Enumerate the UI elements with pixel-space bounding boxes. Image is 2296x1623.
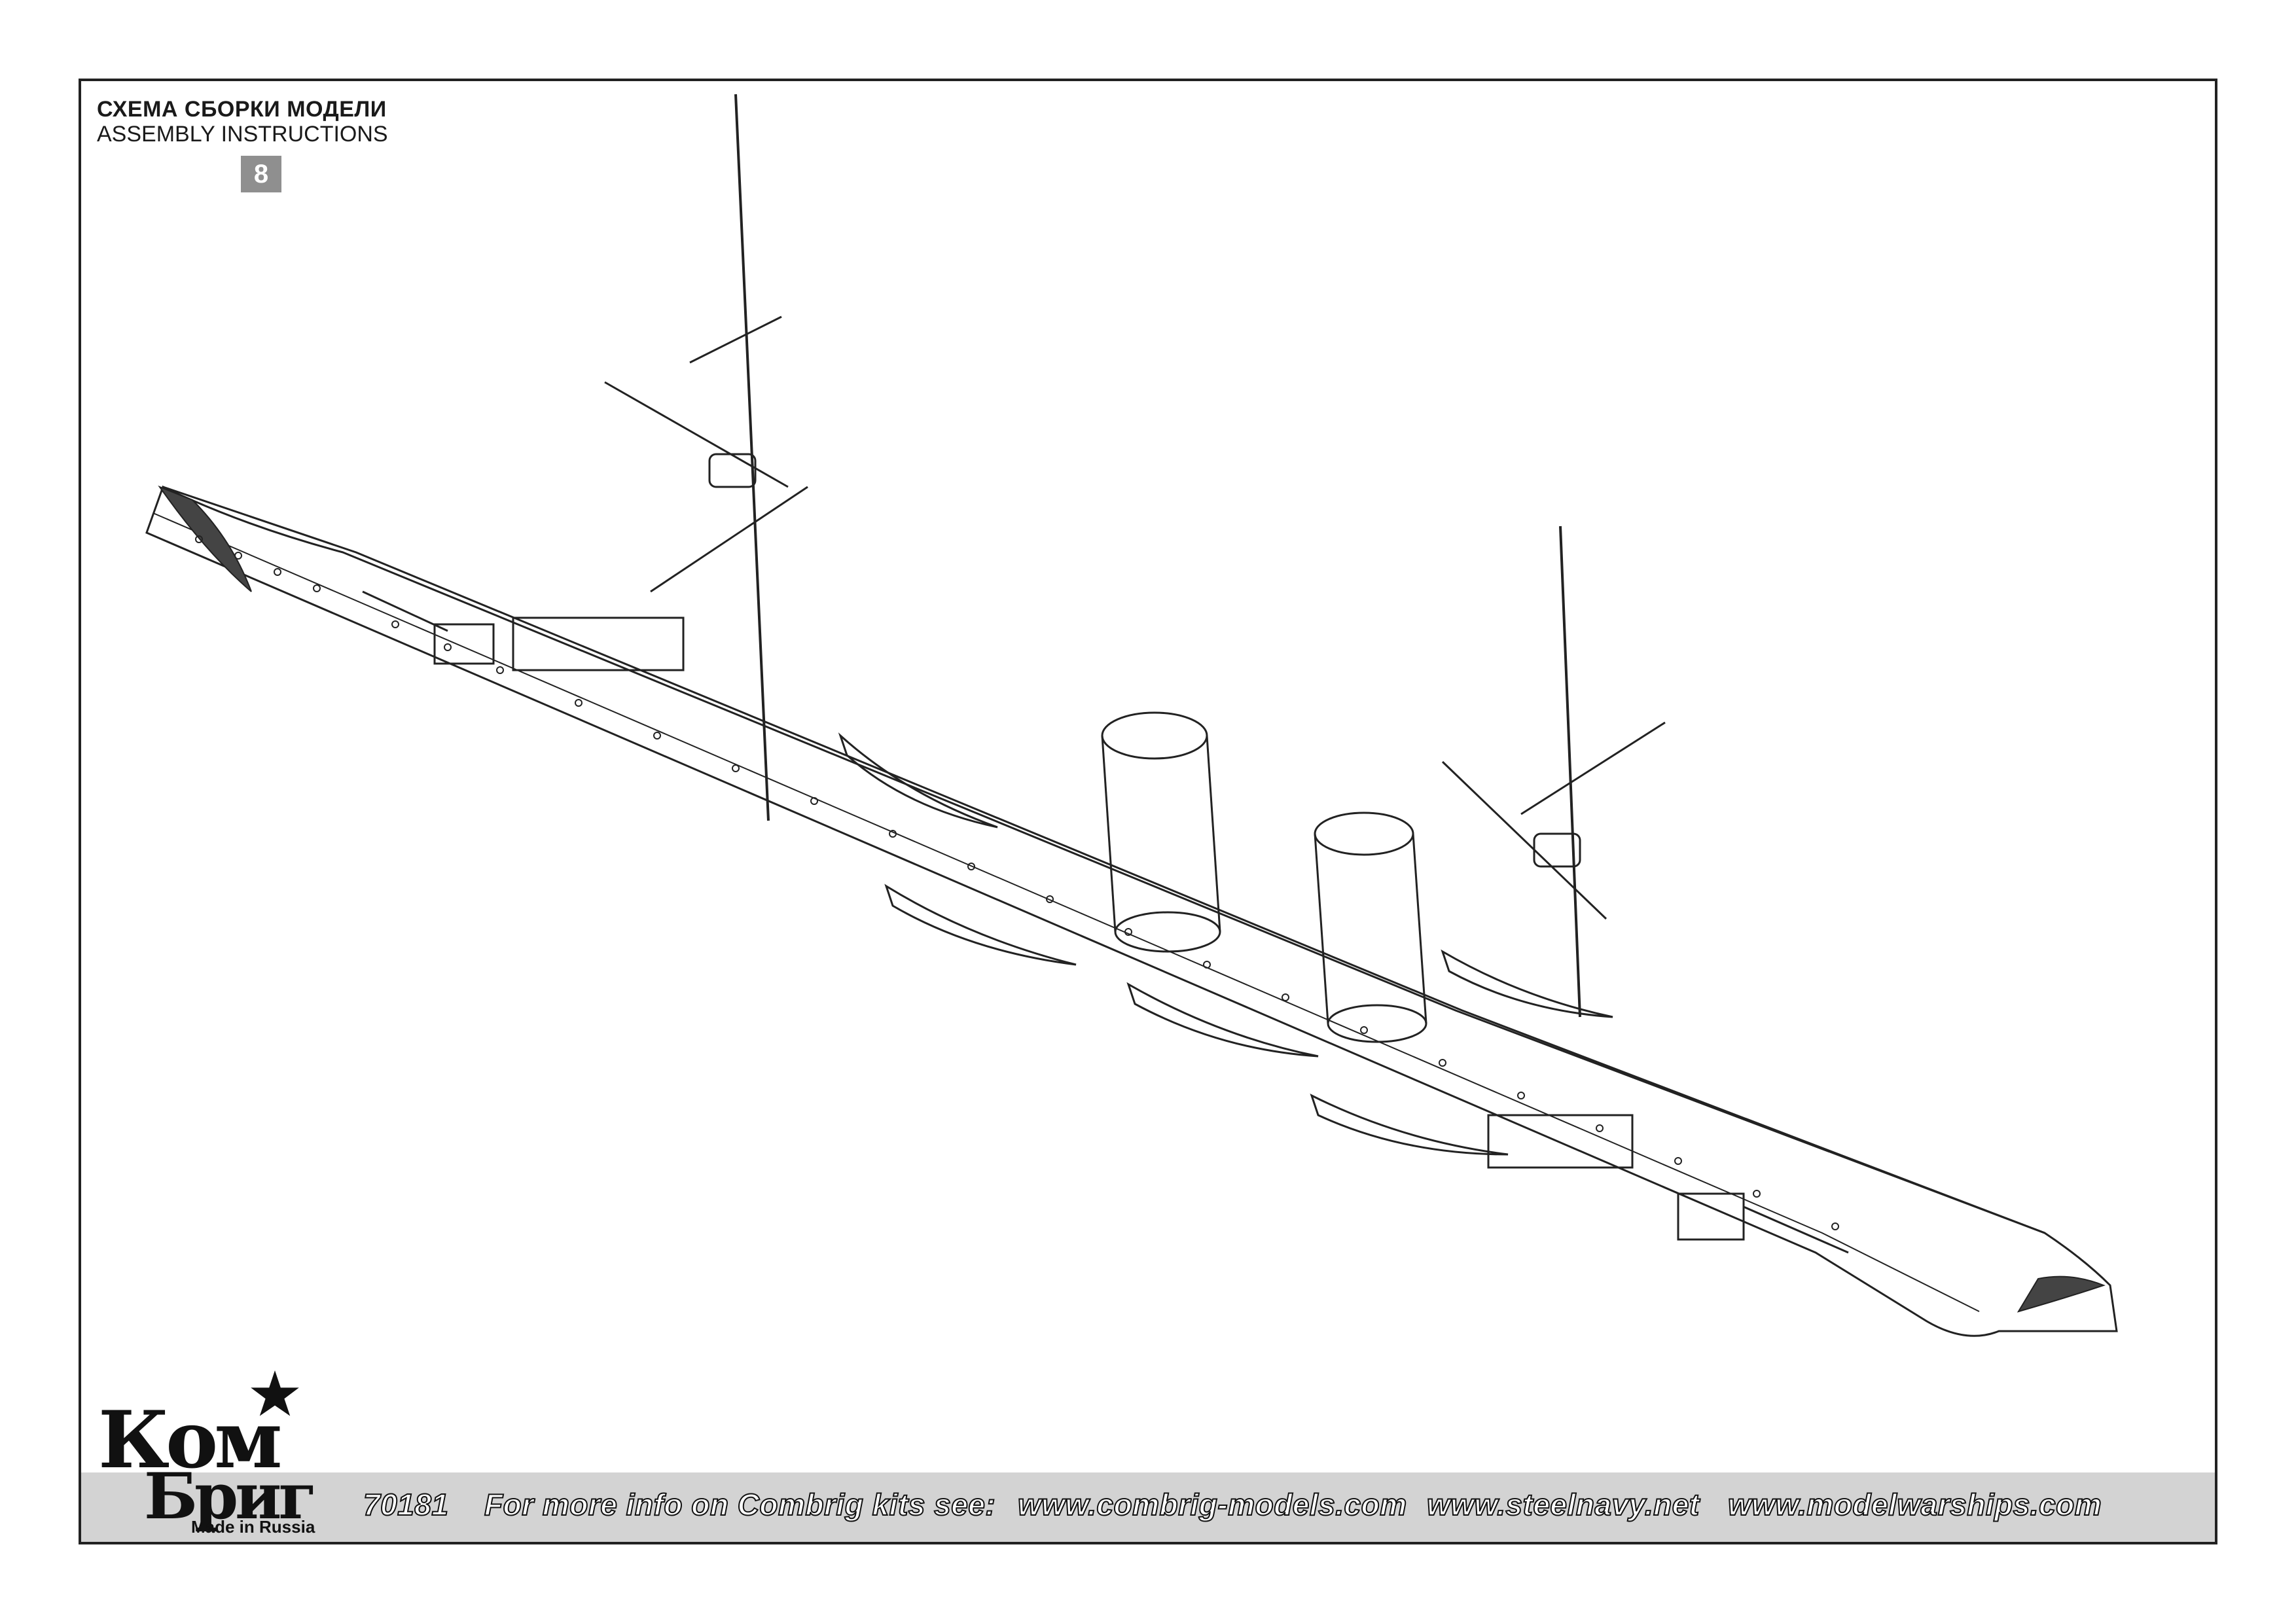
aft-gun [1677, 1192, 1745, 1241]
made-in-russia: Made in Russia [191, 1517, 315, 1537]
main-mast [1559, 526, 1581, 1018]
boat-2 [884, 883, 1077, 966]
title-russian: СХЕМА СБОРКИ МОДЕЛИ [97, 97, 387, 122]
fore-mast-top [708, 453, 757, 488]
combrig-logo: Ком Бриг [98, 1368, 347, 1538]
boat-4 [1310, 1094, 1509, 1156]
title-english: ASSEMBLY INSTRUCTIONS [97, 122, 388, 147]
funnel-forward [1101, 711, 1221, 953]
aft-bridge [1487, 1114, 1634, 1169]
link-modelwarships[interactable]: www.modelwarships.com [1727, 1487, 2102, 1522]
lower-hull-line [152, 512, 1980, 1312]
fore-gun [433, 623, 495, 665]
boat-1 [838, 732, 998, 829]
link-combrig[interactable]: www.combrig-models.com [1017, 1487, 1407, 1522]
footer-band [81, 1472, 2215, 1542]
portholes [195, 535, 1839, 1230]
boat-5 [1441, 949, 1613, 1018]
bow-ornament [158, 485, 252, 592]
fore-mast [734, 94, 770, 821]
stern-ornament [2017, 1275, 2106, 1313]
hull-outline [145, 485, 2118, 1337]
funnel-aft [1314, 812, 1427, 1043]
logo-line-1: Ком [98, 1394, 282, 1486]
fore-bridge [512, 616, 685, 671]
deck-edge-line [162, 486, 2045, 1234]
link-steelnavy[interactable]: www.steelnavy.net [1426, 1487, 1700, 1522]
ship-line-drawing [145, 94, 2118, 1337]
page-frame [79, 79, 2217, 1544]
logo-line-2: Бриг [144, 1459, 317, 1533]
step-number-badge: 8 [241, 156, 281, 192]
boat-3 [1126, 982, 1319, 1058]
info-text: For more info on Combrig kits see: [484, 1487, 996, 1522]
main-mast-top [1533, 832, 1581, 868]
kit-number: 70181 [363, 1487, 449, 1522]
star-icon [251, 1370, 299, 1416]
